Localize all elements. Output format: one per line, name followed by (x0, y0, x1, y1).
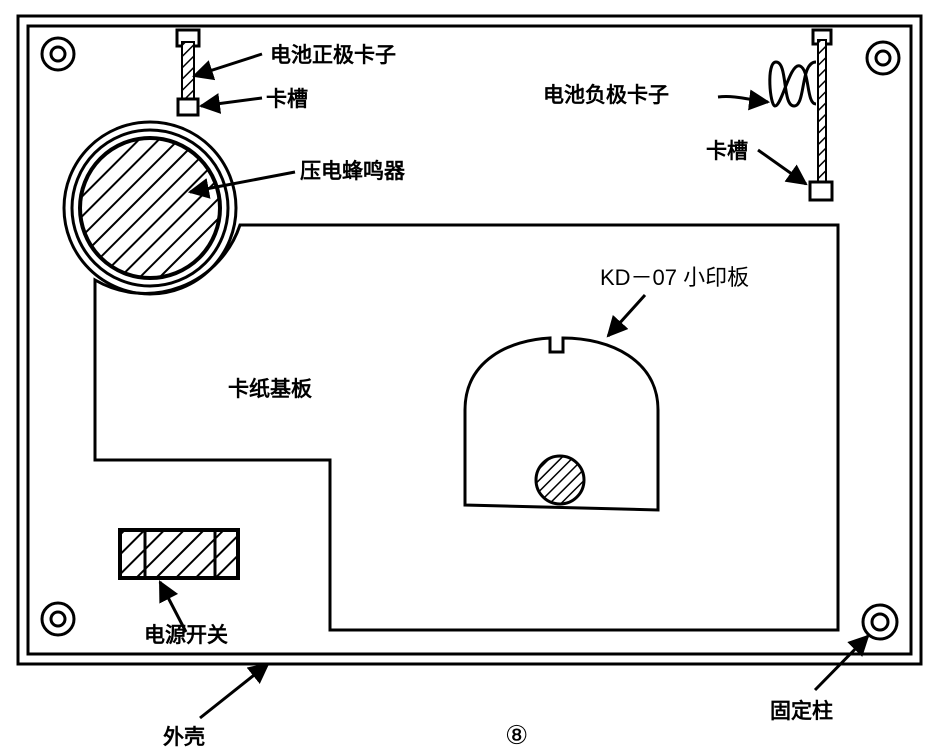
power-switch-label: 电源开关 (144, 623, 228, 647)
leader-arrows (158, 52, 870, 720)
piezo-buzzer-label: 压电蜂鸣器 (300, 159, 406, 183)
piezo-buzzer (62, 120, 238, 296)
fixing-post-bottom-left (40, 601, 76, 637)
battery-positive-clip (175, 28, 201, 117)
card-base-board-label: 卡纸基板 (228, 377, 313, 401)
pcb-mount-hatch (534, 454, 586, 506)
pcb-board (463, 336, 660, 512)
battery-negative-clip-label: 电池负极卡子 (543, 83, 669, 107)
spring-icon (768, 60, 817, 108)
battery-positive-clip-label: 电池正极卡子 (270, 43, 396, 67)
outer-shell-label: 外壳 (163, 725, 205, 749)
figure-number: ⑧ (505, 721, 528, 751)
fixing-post-top-right (865, 40, 901, 76)
outer-shell (16, 14, 923, 666)
fixing-post-label: 固定柱 (770, 699, 833, 723)
slot-label-left: 卡槽 (266, 87, 308, 111)
battery-negative-clip (768, 28, 834, 202)
fixing-post-bottom-right (861, 603, 899, 641)
power-switch (118, 528, 240, 580)
fixing-post-top-left (40, 36, 76, 72)
pcb-label: KD－07 小印板 (600, 265, 749, 290)
slot-label-right: 卡槽 (706, 139, 748, 163)
